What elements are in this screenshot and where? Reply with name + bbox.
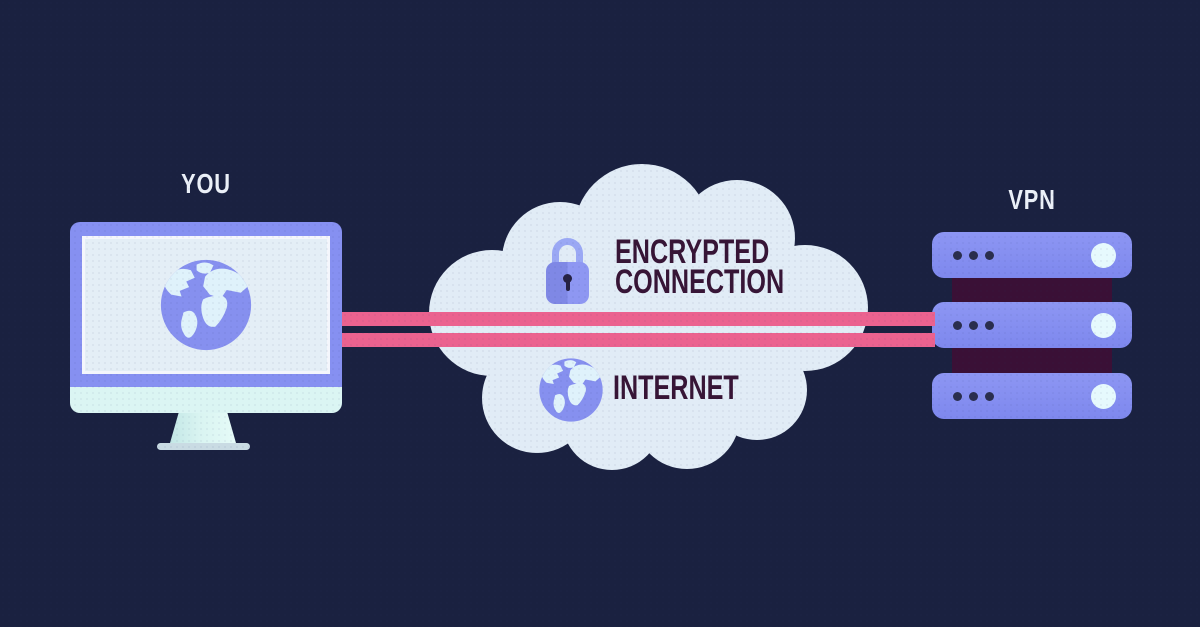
server-dot — [969, 391, 978, 401]
monitor-stand — [170, 413, 236, 443]
keyhole-stem — [565, 280, 570, 291]
server-dot — [985, 391, 994, 401]
server-unit — [932, 302, 1132, 348]
server-dot — [953, 320, 962, 330]
server-dot — [969, 250, 978, 260]
server-stack — [932, 232, 1132, 419]
vpn-label: VPN — [1008, 184, 1056, 215]
lock-icon — [546, 238, 589, 304]
encrypted-connection-label: ENCRYPTED CONNECTION — [615, 233, 785, 301]
server-dot — [969, 320, 978, 330]
server-light-icon — [1091, 242, 1116, 268]
server-connector — [952, 346, 1112, 375]
monitor-bezel — [70, 222, 342, 387]
monitor-chin — [70, 387, 342, 413]
monitor-screen — [82, 236, 330, 374]
server-connector — [952, 276, 1112, 304]
server-unit — [932, 373, 1132, 419]
connection-stripe-bottom — [342, 333, 935, 347]
server-dot — [953, 250, 962, 260]
lock-shackle — [552, 238, 583, 266]
encrypted-line2: CONNECTION — [615, 263, 785, 301]
internet-globe-icon — [538, 357, 604, 423]
monitor-stand-base — [157, 443, 250, 450]
server-unit — [932, 232, 1132, 278]
server-dot — [985, 320, 994, 330]
globe-icon — [159, 258, 253, 352]
keyhole-icon — [563, 274, 572, 283]
connection-stripe-top — [342, 312, 935, 326]
server-dot — [953, 391, 962, 401]
server-dot — [985, 250, 994, 260]
computer-monitor — [70, 222, 342, 413]
server-light-icon — [1091, 383, 1116, 409]
you-label: YOU — [181, 168, 231, 199]
server-light-icon — [1091, 312, 1116, 338]
internet-label: INTERNET — [613, 369, 739, 407]
encrypted-line1: ENCRYPTED — [615, 233, 770, 271]
